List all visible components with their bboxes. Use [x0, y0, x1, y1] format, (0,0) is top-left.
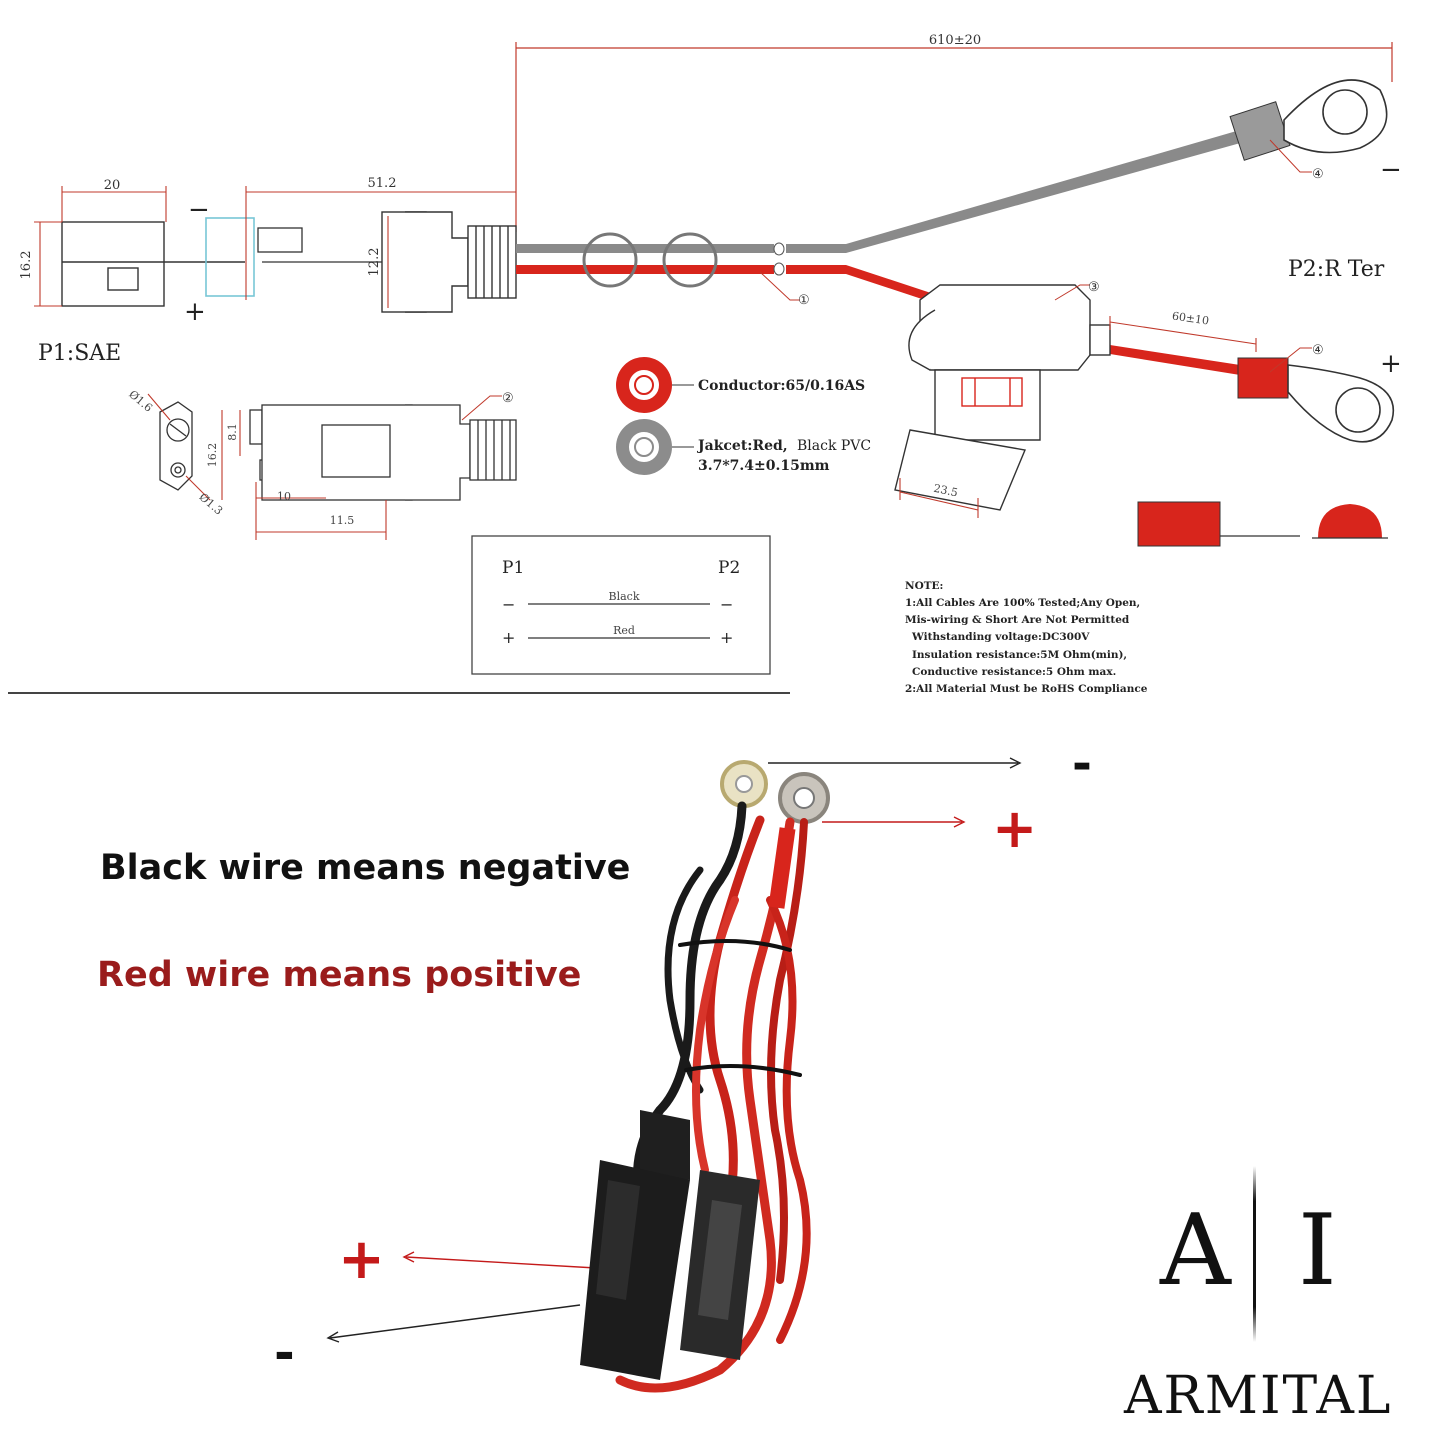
cable-photo: [580, 760, 830, 1393]
caption-red-positive: Red wire means positive: [97, 955, 582, 995]
logo-letter-i: I: [1298, 1194, 1337, 1308]
total-length-dimension: [515, 42, 1393, 232]
table-plus-left: +: [502, 628, 515, 647]
dim-sae-body: 20: [104, 178, 121, 193]
drawing-minus-left: −: [188, 195, 210, 225]
dim-side-pin: 8.1: [226, 423, 239, 441]
callout-4-top: ④: [1312, 167, 1324, 182]
note-line-6: 2:All Material Must be RoHS Compliance: [905, 683, 1148, 695]
drawing-plus-right: +: [1380, 349, 1402, 379]
sae-pin-top: [257, 227, 303, 253]
table-minus-right: −: [720, 595, 733, 614]
note-line-4: Insulation resistance:5M Ohm(min),: [912, 649, 1127, 661]
logo-wordmark: ARMITAL: [1124, 1366, 1393, 1426]
dim-60-lines: [1109, 316, 1257, 352]
wire-pair: [516, 130, 1244, 375]
callout-2: ②: [502, 391, 514, 406]
table-p2: P2: [718, 558, 740, 578]
label-p2-ring: P2:R Ter: [1288, 257, 1385, 282]
mating-outline: [205, 217, 255, 297]
sign-minus-top: -: [1072, 736, 1092, 792]
note-line-0: NOTE:: [905, 580, 943, 592]
notes-block: NOTE: 1:All Cables Are 100% Tested;Any O…: [905, 580, 1148, 695]
wire-ring-2: [662, 232, 718, 288]
callout-3: ③: [1088, 280, 1100, 295]
table-p1: P1: [502, 558, 524, 578]
dim-51-2-lines: [245, 186, 516, 300]
callout-lines: [461, 139, 1312, 421]
dim-pin-len: 10: [277, 490, 291, 503]
dim-boot-height: 12.2: [367, 248, 382, 277]
dim-16-2-lines: [34, 221, 62, 307]
note-line-1: 1:All Cables Are 100% Tested;Any Open,: [905, 597, 1140, 609]
dim-hole-big: Ø1.6: [126, 388, 155, 415]
logo-divider: [1253, 1166, 1256, 1342]
sae-plug-front: [61, 221, 245, 307]
callout-4-bottom: ④: [1312, 343, 1324, 358]
dim-23-5-lines: [899, 478, 979, 518]
wire-ring-1: [582, 232, 638, 288]
dim-side-height: 16.2: [206, 443, 219, 468]
red-cap-parts: [1137, 501, 1388, 547]
logo-letter-a: A: [1160, 1194, 1231, 1308]
sign-minus-bottom: -: [274, 1324, 295, 1382]
dim-fuse-to-ring: 60±10: [1171, 310, 1210, 328]
conductor-cross-section-black: [616, 419, 694, 475]
dim-sae-height: 16.2: [19, 251, 34, 280]
note-line-2: Mis-wiring & Short Are Not Permitted: [905, 614, 1130, 626]
jacket-size: 3.7*7.4±0.15mm: [698, 458, 830, 474]
table-plus-right: +: [720, 628, 733, 647]
note-line-3: Withstanding voltage:DC300V: [911, 631, 1090, 643]
pin-table: [471, 535, 771, 675]
dim-sae-to-wire: 51.2: [368, 176, 397, 191]
sae-side-view: [159, 401, 517, 501]
ring-terminal-positive: [1237, 357, 1394, 443]
side-dim-lines: [147, 393, 387, 540]
callout-1: ①: [798, 293, 810, 308]
table-red: Red: [613, 624, 635, 637]
sae-boot: [381, 211, 517, 313]
sign-plus-top: +: [992, 797, 1038, 860]
jacket-spec-a: Jakcet:Red,: [696, 438, 788, 454]
dim-hole-small: Ø1.3: [197, 491, 226, 518]
drawing-minus-right: −: [1380, 155, 1402, 185]
caption-black-negative: Black wire means negative: [100, 848, 631, 888]
label-p1-sae: P1:SAE: [38, 341, 121, 366]
note-line-5: Conductive resistance:5 Ohm max.: [912, 666, 1116, 678]
jacket-spec-b: Black PVC: [797, 438, 871, 454]
polarity-arrows: [326, 757, 1022, 1343]
conductor-cross-section-red: [616, 357, 694, 413]
dim-total-side: 11.5: [330, 514, 355, 527]
ring-terminal-negative: [1229, 79, 1388, 161]
table-black: Black: [609, 590, 640, 603]
dim-20-lines: [61, 186, 167, 222]
sign-plus-bottom: +: [338, 1227, 385, 1292]
dim-fuse-width: 23.5: [932, 482, 959, 500]
drawing-plus-left: +: [184, 297, 206, 327]
conductor-spec: Conductor:65/0.16AS: [698, 378, 865, 394]
fuse-holder: [894, 284, 1111, 511]
table-minus-left: −: [502, 595, 515, 614]
dim-total-length: 610±20: [929, 33, 981, 48]
